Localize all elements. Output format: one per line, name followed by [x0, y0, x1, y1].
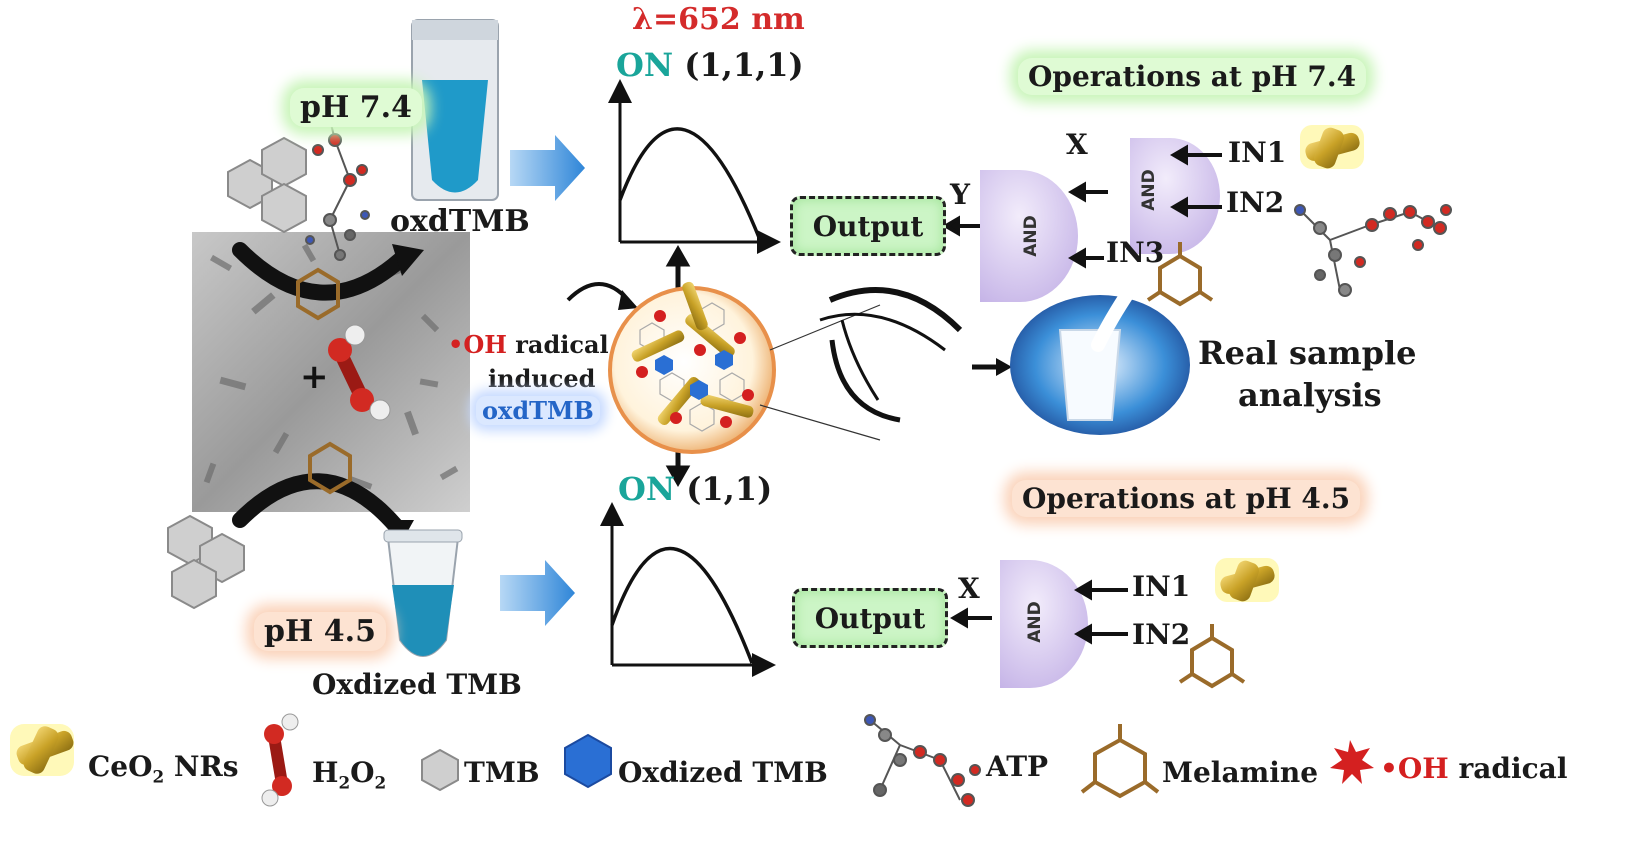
top-chart-state: ON (1,1,1): [616, 46, 804, 84]
plus-sign: +: [300, 357, 329, 397]
legend-ceo2-label: CeO2 NRs: [88, 750, 239, 787]
legend-ceo2-text: CeO: [88, 750, 153, 783]
legend-h2o2-icon: [261, 713, 299, 807]
oh-radical-line: •OH radical: [448, 330, 609, 359]
bottom-in2: IN2: [1132, 618, 1191, 651]
legend-oxd-tmb-label: Oxdized TMB: [618, 756, 828, 789]
h2o2-molecule: [328, 324, 391, 421]
ph-top-label: pH 7.4: [290, 88, 422, 127]
legend-h2o2-a: H: [312, 756, 339, 789]
real-sample-line2: analysis: [1238, 376, 1382, 414]
bottom-in1: IN1: [1132, 570, 1191, 603]
top-x-label: X: [1066, 128, 1088, 161]
melamine-icon-top: [1146, 242, 1214, 307]
legend-ceo2-sub: 2: [152, 766, 165, 787]
legend-oxdtmb-icon: [564, 733, 612, 789]
melamine-on-sem: [296, 267, 352, 495]
legend-ceo2-icon: [10, 724, 74, 776]
legend-ceo2-suffix: NRs: [164, 750, 239, 783]
ceo2-icon-bottom: [1215, 558, 1279, 602]
oxdtmb-label-top: oxdTMB: [390, 204, 530, 239]
legend-melamine-label: Melamine: [1162, 756, 1319, 789]
top-gate-2-label: AND: [1138, 169, 1159, 211]
sem-image: [192, 232, 470, 512]
legend-oh-text: OH: [1397, 752, 1449, 785]
top-in1: IN1: [1228, 136, 1287, 169]
real-sample-line1: Real sample: [1198, 334, 1417, 372]
induced-word: induced: [488, 364, 596, 393]
legend-h2o2-sub1: 2: [338, 772, 351, 793]
radical-word: radical: [515, 330, 609, 359]
top-logic-arrows: [942, 144, 1222, 269]
top-on-word: ON: [616, 46, 674, 84]
bottom-x-label: X: [958, 572, 980, 605]
oxd-word: oxdTMB: [476, 396, 600, 425]
legend-atp-label: ATP: [986, 750, 1049, 783]
top-gate-1: [980, 170, 1078, 302]
reaction-arrows: [232, 242, 408, 533]
bottom-gate: [1000, 560, 1088, 688]
legend-oh-dot: •: [1380, 752, 1398, 785]
curved-arrow-to-sphere: [566, 282, 630, 302]
legend-h2o2-label: H2O2: [312, 756, 386, 793]
blue-arrows: [500, 135, 585, 626]
center-vertical-arrows: [665, 244, 691, 488]
ceo2-icon-top: [1300, 125, 1364, 169]
oxdized-tmb-label-bottom: Oxdized TMB: [312, 668, 522, 701]
operations-bottom-title: Operations at pH 4.5: [1012, 480, 1361, 517]
legend-h2o2-b: O: [350, 756, 375, 789]
zoom-line-top: [769, 304, 881, 351]
bottom-logic-arrows: [950, 579, 1128, 645]
top-in2: IN2: [1226, 186, 1285, 219]
test-tube-top: [411, 19, 499, 201]
top-gate-2: [1130, 138, 1220, 254]
zoom-line-bottom: [759, 404, 881, 441]
atp-molecule-right: [1294, 204, 1452, 297]
bottom-on-word: ON: [618, 470, 676, 508]
real-sample-image: [1010, 283, 1190, 435]
top-gate-1-label: AND: [1020, 215, 1041, 257]
bottom-on-code: (1,1): [686, 470, 773, 508]
wavelength-label: λ=652 nm: [632, 2, 805, 37]
bottom-output-box: Output: [792, 588, 948, 648]
bottom-chart-state: ON (1,1): [618, 470, 772, 508]
top-output-box: Output: [790, 196, 946, 256]
top-y-label: Y: [950, 178, 970, 211]
operations-top-title: Operations at pH 7.4: [1018, 58, 1367, 95]
legend-tmb-label: TMB: [464, 756, 540, 789]
ph-bottom-label: pH 4.5: [254, 612, 386, 651]
melamine-icon-bottom: [1178, 624, 1246, 689]
eppendorf-tube-bottom: [383, 529, 463, 657]
top-absorbance-chart: [608, 79, 781, 254]
arrow-to-real-sample: [972, 358, 1012, 376]
eye-icon: [819, 287, 963, 423]
legend-oh-radical-icon: [1330, 740, 1374, 784]
bottom-absorbance-chart: [600, 502, 776, 677]
legend-oh-suffix: radical: [1448, 752, 1568, 785]
oh-symbol: •OH: [448, 330, 507, 359]
legend-tmb-icon: [421, 748, 459, 792]
legend-h2o2-sub2: 2: [374, 772, 387, 793]
bottom-gate-label: AND: [1024, 601, 1045, 643]
top-on-code: (1,1,1): [684, 46, 804, 84]
top-in3: IN3: [1106, 236, 1165, 269]
legend-melamine-icon: [1080, 724, 1160, 799]
legend-oh-label: •OH radical: [1380, 752, 1567, 785]
tmb-crystals: [167, 136, 307, 610]
central-sphere: [608, 281, 776, 454]
legend-atp-icon: [864, 714, 981, 807]
